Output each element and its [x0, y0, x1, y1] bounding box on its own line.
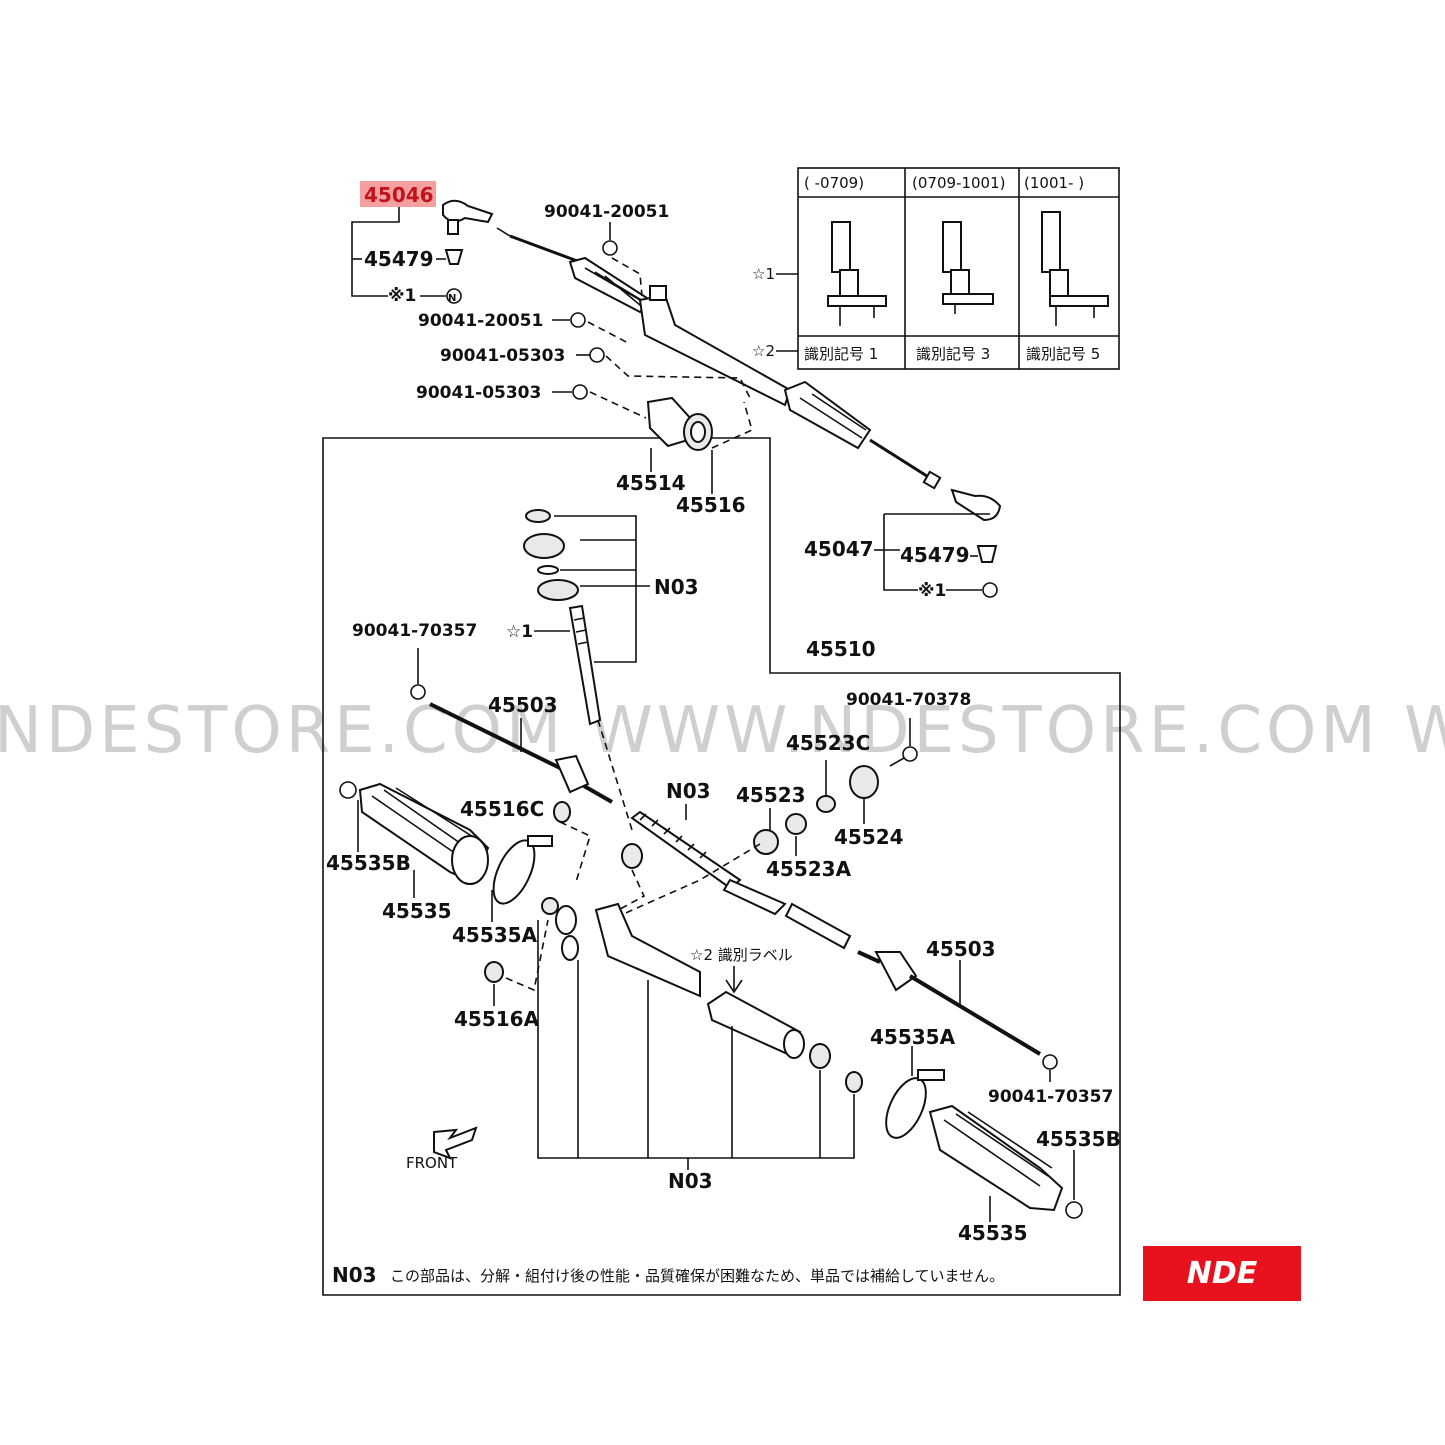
clamp-right [885, 1069, 945, 1139]
rack-guide-bearing [621, 843, 643, 869]
pinion-variant-2 [942, 221, 994, 314]
part-n03-bottom[interactable]: N03 [668, 1169, 713, 1193]
part-45535-right[interactable]: 45535 [958, 1221, 1028, 1245]
part-90041-05303-a[interactable]: 90041-05303 [440, 346, 565, 366]
pinion-variant-1 [827, 221, 887, 326]
part-45046[interactable]: 45046 [364, 183, 434, 207]
part-45524[interactable]: 45524 [834, 825, 904, 849]
part-45503-right[interactable]: 45503 [926, 937, 996, 961]
part-45514[interactable]: 45514 [616, 471, 686, 495]
variant-row-marker-2: ☆2 [752, 342, 775, 360]
spring-45523a [785, 813, 807, 835]
variant-code-2: 識別記号 3 [916, 345, 990, 363]
part-90041-05303-b[interactable]: 90041-05303 [416, 383, 541, 403]
svg-text:N: N [448, 293, 456, 304]
front-arrow-icon [433, 1126, 478, 1160]
variant-code-1: 識別記号 1 [804, 345, 878, 363]
tie-rod-end-right [950, 488, 1002, 563]
part-45535b-left[interactable]: 45535B [326, 851, 411, 875]
part-45510[interactable]: 45510 [806, 637, 876, 661]
rack-boot-upper-right [783, 380, 872, 450]
part-45479-top[interactable]: 45479 [364, 247, 434, 271]
variant-row-marker-1: ☆1 [752, 265, 775, 283]
tie-rod-end-left [442, 199, 494, 265]
part-45535a-left[interactable]: 45535A [452, 923, 538, 947]
variant-code-3: 識別記号 5 [1026, 345, 1100, 363]
main-frame [322, 437, 1121, 1296]
locknut-45523c [816, 795, 836, 813]
part-45535b-right[interactable]: 45535B [1036, 1127, 1121, 1151]
part-45535-left[interactable]: 45535 [382, 899, 452, 923]
part-90041-70378[interactable]: 90041-70378 [846, 690, 971, 710]
part-45523a[interactable]: 45523A [766, 857, 852, 881]
variant-table: ( -0709) (0709-1001) (1001- ) 識別記号 1 識別記… [752, 167, 1120, 370]
variant-header-2: (0709-1001) [912, 174, 1005, 192]
rack-housing-lower [541, 897, 863, 1093]
rack-guide-45523 [753, 829, 779, 855]
brand-badge: NDE [1143, 1246, 1301, 1301]
highlight-45046 [360, 181, 436, 207]
note-x1-top: ※1 [388, 286, 416, 306]
part-45516a[interactable]: 45516A [454, 1007, 540, 1031]
part-n03-mid[interactable]: N03 [666, 779, 711, 803]
bushing-45516 [683, 413, 713, 451]
inner-tie-rod-right [857, 950, 1042, 1056]
watermark: NDESTORE.COM WWW.NDESTORE.COM WWW.NDESTO… [0, 694, 1445, 768]
part-90041-70357-left[interactable]: 90041-70357 [352, 621, 477, 641]
part-n03-top[interactable]: N03 [654, 575, 699, 599]
rack-bar [630, 810, 852, 950]
part-45503-left[interactable]: 45503 [488, 693, 558, 717]
front-label: FRONT [406, 1154, 458, 1172]
pinion-stack [523, 509, 602, 726]
part-45523c[interactable]: 45523C [786, 731, 870, 755]
part-45479-right[interactable]: 45479 [900, 543, 970, 567]
part-90041-20051-a[interactable]: 90041-20051 [544, 202, 669, 222]
note-x1-right: ※1 [918, 581, 946, 601]
clamp-left [492, 835, 553, 905]
part-90041-20051-b[interactable]: 90041-20051 [418, 311, 543, 331]
footnote-text: この部品は、分解・組付け後の性能・品質確保が困難なため、単品では補給していません… [390, 1267, 1004, 1285]
boot-left [358, 782, 490, 885]
part-90041-70357-right[interactable]: 90041-70357 [988, 1087, 1113, 1107]
variant-header-1: ( -0709) [804, 174, 864, 192]
variant-header-3: (1001- ) [1024, 174, 1084, 192]
part-45047[interactable]: 45047 [804, 537, 874, 561]
cap-45524 [849, 765, 879, 799]
part-45535a-right[interactable]: 45535A [870, 1025, 956, 1049]
part-45523[interactable]: 45523 [736, 783, 806, 807]
marker-star1-pinion: ☆1 [506, 622, 533, 642]
boot-right [928, 1104, 1064, 1212]
footnote-code: N03 [332, 1263, 377, 1287]
part-45516c[interactable]: 45516C [460, 797, 544, 821]
part-45516[interactable]: 45516 [676, 493, 746, 517]
pinion-variant-3 [1041, 211, 1109, 326]
rack-boot-upper [568, 256, 652, 314]
inner-tie-rod-left [429, 702, 613, 804]
identification-label: ☆2 識別ラベル [690, 946, 793, 964]
